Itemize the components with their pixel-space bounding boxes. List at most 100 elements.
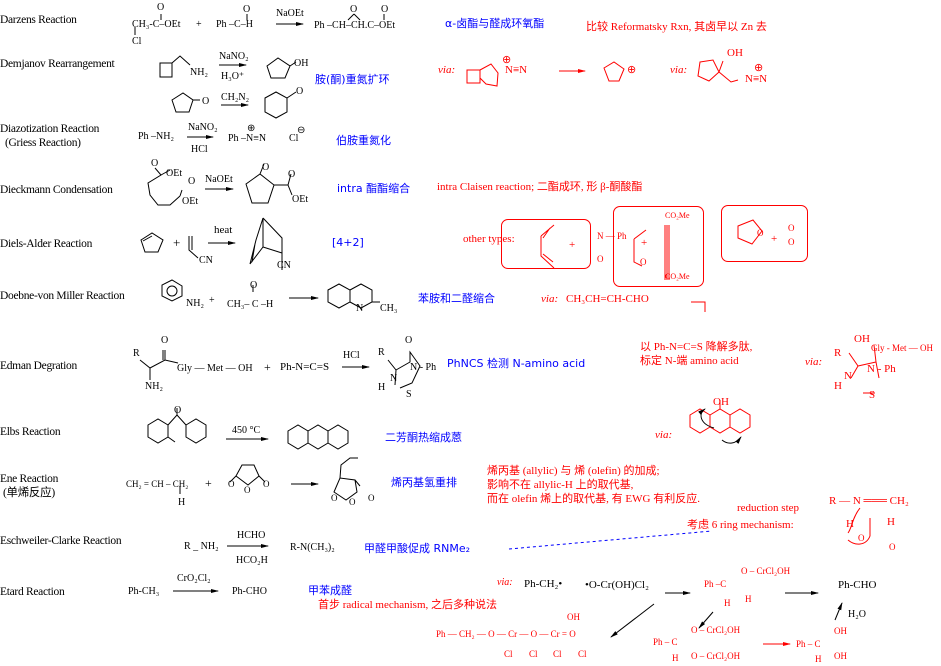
aniline-ring: [161, 279, 183, 302]
eschweiler-o-2: O: [889, 542, 896, 552]
etard-reagent: CrO₂Cl₂: [177, 573, 211, 584]
reaction-name-eschweiler: Eschweiler-Clarke Reaction: [0, 535, 122, 547]
eschweiler-h-1: H: [846, 518, 854, 530]
elbs-via: via:: [655, 429, 673, 441]
dieckmann-o-2: O: [188, 176, 196, 187]
eschweiler-imine: R — N ═══ CH₂: [829, 495, 909, 507]
diels-plus: +: [173, 235, 181, 250]
darzens-o: O: [157, 2, 165, 13]
darzens-plus: +: [196, 19, 202, 30]
via-cyclopentanol: [697, 59, 739, 83]
edman-r: R: [133, 348, 140, 359]
darzens-cl: Cl: [132, 36, 142, 47]
diels-cn: CN: [199, 255, 213, 266]
doebner-ch3: CH₃: [380, 303, 398, 314]
elbs-o: O: [174, 405, 182, 416]
eschweiler-product: R-N(CH₃)₂: [290, 542, 335, 553]
benzophenone: [147, 408, 207, 444]
elbs-reagent: 450 °C: [232, 425, 261, 436]
diazo-cl: Cl: [289, 133, 299, 144]
edman-plus: +: [264, 360, 271, 374]
cyclopentadiene: [140, 232, 164, 253]
etard-ocrcl2oh-2: O – CrCl₂OH: [691, 625, 741, 635]
placeholder-none: [691, 301, 706, 312]
dieckmann-o-3: O: [262, 162, 270, 173]
eschweiler-reagent-1: HCHO: [237, 530, 266, 541]
darzens-remark: 比较 Reformatsky Rxn, 其卤早以 Zn 去: [586, 21, 767, 33]
diazo-minus-sym: ⊖: [297, 125, 306, 136]
etard-via: via:: [497, 577, 513, 588]
etard-remark: 首步 radical mechanism, 之后多种说法: [318, 599, 498, 611]
doebner-reactant-2: CH₃– C –H: [227, 299, 274, 310]
reaction-name-demjanov: Demjanov Rearrangement: [0, 58, 115, 70]
ene-o-1: O: [228, 479, 235, 489]
edman-nh2: NH₂: [145, 381, 163, 392]
etard-arrow-6: [834, 602, 843, 621]
etard-h-2: H: [745, 594, 752, 604]
etard-intermediate-3: Ph – C: [796, 639, 821, 649]
dieckmann-oet-3: OEt: [292, 194, 309, 205]
demjanov-nh2: NH₂: [190, 67, 208, 78]
diazo-product: Ph –N≡N: [228, 133, 267, 144]
diazo-reagent-2: HCl: [191, 144, 208, 155]
etard-chain-cl-1: Cl: [504, 649, 513, 659]
edman-product-o: O: [405, 335, 413, 346]
other-type-box-3: [721, 205, 808, 262]
ene-h: H: [178, 497, 186, 508]
doebner-o: O: [250, 280, 258, 291]
edman-via-h: H: [834, 380, 842, 392]
darzens-note: α-卤酯与醛成环氧酯: [445, 17, 545, 30]
eschweiler-dashed-link: [508, 530, 713, 550]
diazo-reactant: Ph –NH₂: [138, 131, 174, 142]
ene-remark-2: 影响不在 allylic-H 上的取代基,: [487, 479, 634, 491]
anthracene: [287, 424, 349, 450]
ene-reactant: CH₂ = CH – CH₂: [126, 479, 189, 489]
demjanov-cation-sym: ⊕: [627, 64, 637, 76]
demjanov-oh-2: OH: [727, 47, 743, 59]
ene-product-o-1: O: [331, 493, 338, 503]
etard-chain-cl-4: Cl: [578, 649, 587, 659]
reaction-name-elbs: Elbs Reaction: [0, 426, 61, 438]
demjanov-note: 胺(酮)重氮扩环: [315, 73, 390, 86]
reaction-name-dieckmann: Dieckmann Condensation: [0, 184, 113, 196]
dieckmann-oet: OEt: [166, 168, 183, 179]
etard-h-3: H: [672, 653, 679, 663]
demjanov-reagent-1: NaNO₂: [219, 51, 249, 62]
doebner-note: 苯胺和二醛缩合: [418, 292, 495, 305]
eschweiler-reactant: R _ NH₂: [184, 541, 219, 552]
etard-product: Ph-CHO: [232, 586, 268, 597]
eschweiler-o-1: O: [858, 533, 865, 543]
edman-via-oh: OH: [854, 333, 870, 345]
box2-plus: +: [641, 237, 648, 249]
etard-h2o: H₂O: [848, 609, 866, 620]
edman-reagent-1: Ph-N=C=S: [280, 361, 330, 373]
edman-via-r: R: [834, 347, 842, 359]
eschweiler-mechanism: 考虑 6 ring mechanism:: [687, 519, 794, 531]
diels-note: [4+2]: [332, 236, 364, 249]
edman-via-chain: Gly - Met — OH: [871, 343, 933, 353]
box1-nph: N — Ph: [597, 231, 627, 241]
ene-o-3: O: [263, 479, 270, 489]
box3-plus: +: [771, 233, 778, 245]
edman-o: O: [161, 335, 169, 346]
dieckmann-note: intra 酯酯缩合: [337, 182, 411, 195]
etard-arrow-5: [698, 611, 714, 629]
demjanov-diazonium: N≡N: [505, 64, 528, 76]
diazo-plus-sym: ⊕: [247, 123, 256, 134]
etard-product-2: Ph-CHO: [838, 579, 877, 591]
cyclohexanone: [264, 91, 297, 119]
box1-o: O: [597, 254, 604, 264]
etard-h-1: H: [724, 598, 731, 608]
box1-plus: +: [569, 239, 576, 251]
edman-note: PhNCS 检测 N-amino acid: [447, 357, 586, 370]
maleic-anhydride: [229, 464, 266, 486]
eschweiler-reduction-step: reduction step: [737, 502, 800, 514]
box3-furan-o: O: [757, 228, 764, 238]
darzens-reactant-2: Ph –C–H: [216, 19, 253, 30]
etard-reactant: Ph-CH₃: [128, 586, 160, 597]
reaction-name-edman: Edman Degration: [0, 360, 77, 372]
etard-chain-cl-2: Cl: [529, 649, 538, 659]
edman-remark-2: 标定 N-端 amino acid: [640, 355, 739, 367]
demjanov-via: via:: [438, 64, 456, 76]
